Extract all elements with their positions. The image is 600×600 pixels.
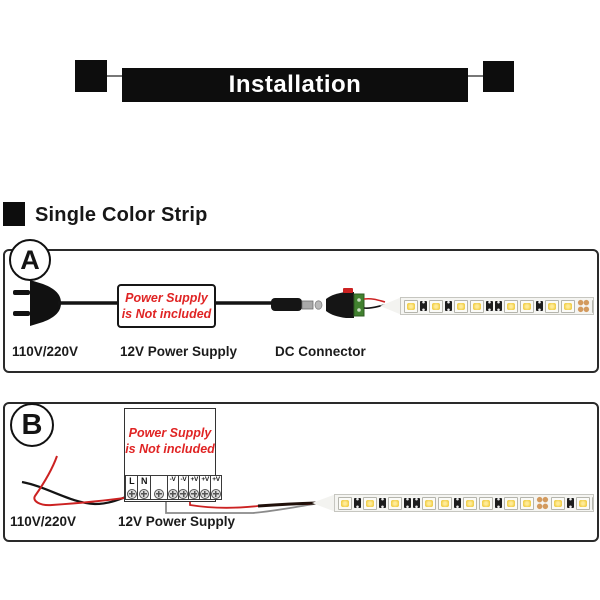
resistor-chip	[413, 498, 420, 508]
terminal-label: +V	[201, 476, 209, 483]
banner-bar: Installation	[122, 68, 468, 102]
resistor-chip	[567, 498, 574, 508]
badge-a: A	[9, 239, 51, 281]
terminal-cell-+V: +V	[210, 475, 222, 500]
screw-icon	[126, 489, 137, 499]
output-gray-wire	[165, 494, 315, 514]
jack-red-wire	[363, 297, 386, 303]
banner-left-connector	[107, 75, 122, 77]
resistor-chip	[445, 301, 452, 311]
resistor-chip	[486, 301, 493, 311]
screw-icon	[178, 489, 189, 499]
heading-bullet	[3, 202, 25, 226]
diagram-b-panel	[3, 402, 599, 542]
terminal-cell-L: L	[125, 475, 139, 500]
solder-pad	[536, 496, 549, 510]
led-chip	[479, 496, 493, 510]
dc-male-plug-icon	[271, 298, 323, 311]
led-chip	[454, 299, 468, 313]
led-chip	[592, 299, 593, 313]
output-wire-bundle	[257, 501, 317, 508]
led-chip	[520, 299, 534, 313]
note-box-b: Power Supply is Not included	[125, 425, 215, 458]
badge-b: B	[10, 403, 54, 447]
led-chip	[576, 496, 590, 510]
mains-black-wire	[21, 480, 132, 506]
resistor-chip	[454, 498, 461, 508]
led-chip	[388, 496, 402, 510]
screw-icon	[139, 489, 150, 499]
solder-pad	[577, 299, 590, 313]
label-a-input-voltage: 110V/220V	[12, 344, 79, 359]
terminal-label: -V	[169, 476, 176, 483]
led-chip	[504, 299, 518, 313]
label-b-power-supply: 12V Power Supply	[118, 514, 236, 529]
diagram-a-panel	[3, 249, 599, 373]
screw-icon	[200, 489, 211, 499]
led-chip	[363, 496, 377, 510]
resistor-chip	[536, 301, 543, 311]
terminal-label: -V	[180, 476, 187, 483]
note-b-line1: Power Supply	[128, 426, 212, 440]
led-chip	[520, 496, 534, 510]
screw-icon	[167, 489, 178, 499]
led-strip-b	[334, 494, 594, 512]
led-chip	[422, 496, 436, 510]
screw-icon	[211, 489, 221, 499]
led-chip	[504, 496, 518, 510]
note-a-line1: Power Supply	[125, 290, 208, 305]
terminal-cell--V: -V	[166, 475, 179, 500]
label-b-input-voltage: 110V/220V	[10, 514, 77, 529]
dc-female-jack-icon	[326, 288, 365, 318]
led-chip	[470, 299, 484, 313]
terminal-label: N	[141, 476, 148, 486]
led-chip	[463, 496, 477, 510]
terminal-label: L	[129, 476, 135, 486]
terminal-cell-blank	[149, 475, 168, 500]
banner-right-square	[483, 61, 514, 92]
terminal-label: +V	[212, 476, 220, 483]
label-a-dc-connector: DC Connector	[275, 344, 366, 359]
terminal-cell-N: N	[137, 475, 151, 500]
led-chip	[438, 496, 452, 510]
resistor-chip	[379, 498, 386, 508]
terminal-label: +V	[190, 476, 199, 483]
led-strip-a	[400, 297, 594, 315]
led-chip	[429, 299, 443, 313]
led-chip	[551, 496, 565, 510]
banner-left-square	[75, 60, 107, 92]
mains-red-wire	[33, 455, 145, 507]
screw-icon	[153, 489, 164, 499]
banner-title: Installation	[228, 71, 362, 98]
led-chip	[592, 496, 593, 510]
power-plug-icon	[13, 280, 61, 326]
screw-icon	[189, 489, 200, 499]
note-b-line2: is Not included	[125, 442, 215, 457]
led-chip	[404, 299, 418, 313]
section-heading: Single Color Strip	[35, 204, 208, 226]
note-box-a: Power Supply is Not included	[117, 284, 216, 328]
note-a-line2: is Not included	[121, 307, 212, 321]
led-chip	[338, 496, 352, 510]
resistor-chip	[404, 498, 411, 508]
led-chip	[545, 299, 559, 313]
resistor-chip	[354, 498, 361, 508]
label-a-power-supply: 12V Power Supply	[120, 344, 238, 359]
resistor-chip	[495, 301, 502, 311]
resistor-chip	[420, 301, 427, 311]
resistor-chip	[495, 498, 502, 508]
led-chip	[561, 299, 575, 313]
banner-right-connector	[468, 75, 483, 77]
